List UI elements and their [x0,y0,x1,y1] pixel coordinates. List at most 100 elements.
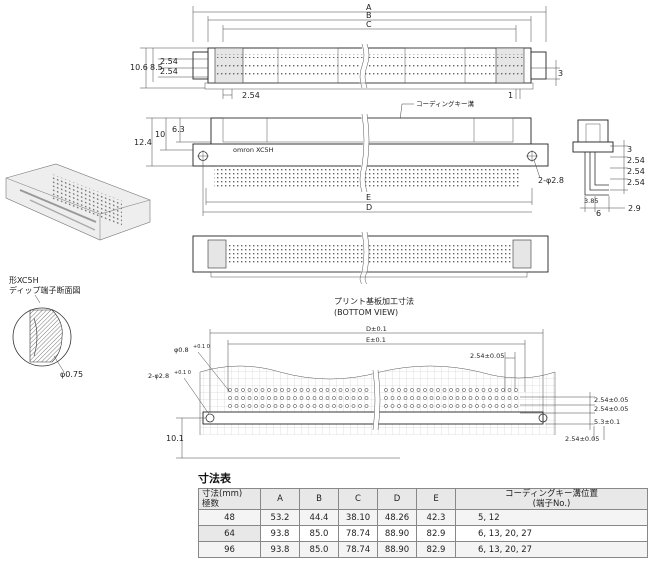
dim-top-right-bottom: 1 [508,91,513,100]
callout-model: 形XC5H [9,276,39,285]
pcb-hole [241,388,245,392]
dim-d-label: D [366,203,372,212]
pcb-hole [254,388,258,392]
pcb-hole [293,404,297,408]
pcb-hole [247,388,252,392]
pcb-hole [494,404,499,408]
side-bottom-1: 6 [596,209,601,218]
side-dim-0: 3 [627,145,632,154]
pcb-hole [475,388,479,392]
pcb-hole [345,388,349,392]
connector-illustration [5,163,151,241]
pcb-hole [299,404,304,408]
pcb-hole [429,404,434,408]
pcb-hole [319,396,323,400]
pcb-hole [468,388,473,392]
pcb-hole [332,396,336,400]
pcb-hole [397,404,401,408]
pcb-hole [267,404,271,408]
pcb-hole [390,404,395,408]
pcb-hole [514,396,518,400]
col-coding-line2: (端子No.) [532,499,571,509]
table-row: 96 93.8 85.0 78.74 88.90 82.9 6, 13, 20,… [198,541,648,558]
top-view: A B C 10.6 8.5 2.54 2. [130,3,563,100]
cell-c: 78.74 [338,525,378,542]
pcb-hole-small: φ0.8 [174,346,189,354]
pcb-e-tol: E±0.1 [366,336,386,344]
coding-key-label: コーディングキー溝 [416,99,475,108]
pcb-hole [449,404,453,408]
pcb-hole [286,404,291,408]
pcb-hole [481,396,486,400]
cell-a: 53.2 [260,509,300,526]
pcb-hole [436,388,440,392]
pcb-hole [241,404,245,408]
pcb-hole [501,404,505,408]
pcb-hole [416,396,421,400]
pcb-title-en: (BOTTOM VIEW) [334,308,398,317]
dim-top-left-3: 2.54 [160,67,178,76]
col-coding: コーディングキー溝位置 (端子No.) [455,488,648,510]
pcb-hole [351,396,356,400]
side-dim-1: 2.54 [627,156,645,165]
side-bottom-2: 2.9 [628,204,641,213]
callout-dia: φ0.75 [60,370,83,379]
pcb-hole [273,388,278,392]
pcb-hole [306,404,310,408]
pcb-hole [462,396,466,400]
pcb-hole [423,388,427,392]
brand-label: omron XC5H [233,146,274,154]
pcb-hole [507,388,512,392]
cell-a: 93.8 [260,525,300,542]
pcb-hole [390,388,395,392]
pcb-hole [384,404,388,408]
pcb-hole [306,388,310,392]
col-c: C [338,488,378,510]
pcb-hole [293,388,297,392]
pcb-hole [514,404,518,408]
pcb-hole [475,404,479,408]
col-a: A [260,488,300,510]
dim-top-left-1: 8.5 [150,63,163,72]
table-title: 寸法表 [198,471,232,485]
pcb-hole [338,404,343,408]
pcb-hole [351,404,356,408]
cell-e: 42.3 [416,509,456,526]
cell-b: 85.0 [299,525,339,542]
pcb-hole [299,388,304,392]
pcb-hole [410,396,414,400]
pcb-hole [325,388,330,392]
pcb-hole [312,396,317,400]
pcb-hole [429,388,434,392]
col-d: D [377,488,417,510]
cell-c: 38.10 [338,509,378,526]
pcb-hole [260,404,265,408]
side-view: 3 2.54 2.54 2.54 3.85 6 2.9 [572,119,645,218]
pcb-hole [332,404,336,408]
table-header-line2: 極数 [202,499,220,509]
pcb-hole [338,396,343,400]
pcb-hole [254,404,258,408]
dim-top-pitch: 2.54 [242,91,260,100]
side-dim-2: 2.54 [627,167,645,176]
cell-d: 88.90 [377,525,417,542]
hole-label: 2-φ2.8 [538,176,564,185]
cell-coding: 5, 12 [455,509,648,526]
pcb-hole [397,396,401,400]
side-bottom-0: 3.85 [584,197,598,205]
pcb-hole [455,396,460,400]
pcb-hole [358,388,362,392]
pcb-hole [384,388,388,392]
pcb-hole [273,404,278,408]
pcb-hole [364,404,369,408]
pcb-hole [351,388,356,392]
pcb-hole [514,388,518,392]
cell-e: 82.9 [416,541,456,558]
dim-top-left-0: 10.6 [130,63,148,72]
pcb-hole [332,388,336,392]
pcb-hole [423,404,427,408]
pcb-hole [325,396,330,400]
pcb-hole [247,404,252,408]
pcb-hole [436,396,440,400]
pcb-hole [364,388,369,392]
